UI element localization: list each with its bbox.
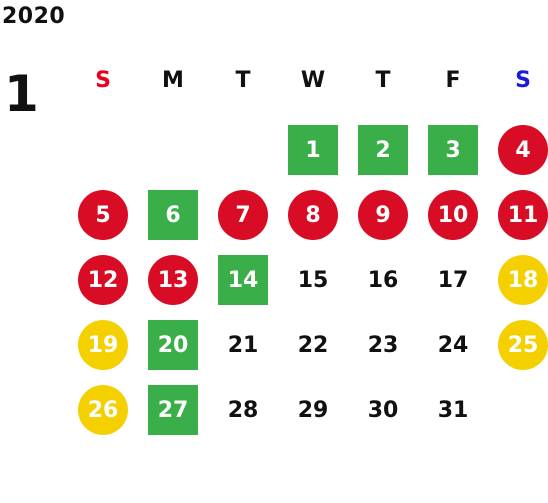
day-cell-5[interactable]: 5 <box>78 190 128 240</box>
day-cell-6[interactable]: 6 <box>148 190 198 240</box>
day-cell-15[interactable]: 15 <box>297 267 329 293</box>
day-cell-27[interactable]: 27 <box>148 385 198 435</box>
weekday-thursday: T <box>375 68 391 93</box>
day-cell-4[interactable]: 4 <box>498 125 548 175</box>
day-cell-30[interactable]: 30 <box>367 397 399 423</box>
day-cell-9[interactable]: 9 <box>358 190 408 240</box>
day-cell-18[interactable]: 18 <box>498 255 548 305</box>
weekday-monday: M <box>162 68 184 93</box>
day-cell-10[interactable]: 10 <box>428 190 478 240</box>
weekday-header-row: S M T W T F S <box>0 66 548 96</box>
weekday-friday: F <box>445 68 461 93</box>
day-cell-28[interactable]: 28 <box>227 397 259 423</box>
day-cell-7[interactable]: 7 <box>218 190 268 240</box>
weekday-tuesday: T <box>235 68 251 93</box>
day-cell-11[interactable]: 11 <box>498 190 548 240</box>
day-cell-14[interactable]: 14 <box>218 255 268 305</box>
day-cell-26[interactable]: 26 <box>78 385 128 435</box>
year-label: 2020 <box>2 4 66 29</box>
weekday-sunday: S <box>95 68 111 93</box>
day-cell-24[interactable]: 24 <box>437 332 469 358</box>
day-cell-20[interactable]: 20 <box>148 320 198 370</box>
day-cell-2[interactable]: 2 <box>358 125 408 175</box>
day-cell-21[interactable]: 21 <box>227 332 259 358</box>
month-number: 1 <box>4 65 39 123</box>
day-cell-19[interactable]: 19 <box>78 320 128 370</box>
weekday-wednesday: W <box>300 68 326 93</box>
day-cell-31[interactable]: 31 <box>437 397 469 423</box>
day-cell-12[interactable]: 12 <box>78 255 128 305</box>
weekday-saturday: S <box>515 68 531 93</box>
day-cell-16[interactable]: 16 <box>367 267 399 293</box>
day-cell-22[interactable]: 22 <box>297 332 329 358</box>
day-cell-1[interactable]: 1 <box>288 125 338 175</box>
day-cell-29[interactable]: 29 <box>297 397 329 423</box>
day-cell-25[interactable]: 25 <box>498 320 548 370</box>
day-cell-13[interactable]: 13 <box>148 255 198 305</box>
day-cell-8[interactable]: 8 <box>288 190 338 240</box>
day-cell-23[interactable]: 23 <box>367 332 399 358</box>
day-cell-17[interactable]: 17 <box>437 267 469 293</box>
day-cell-3[interactable]: 3 <box>428 125 478 175</box>
